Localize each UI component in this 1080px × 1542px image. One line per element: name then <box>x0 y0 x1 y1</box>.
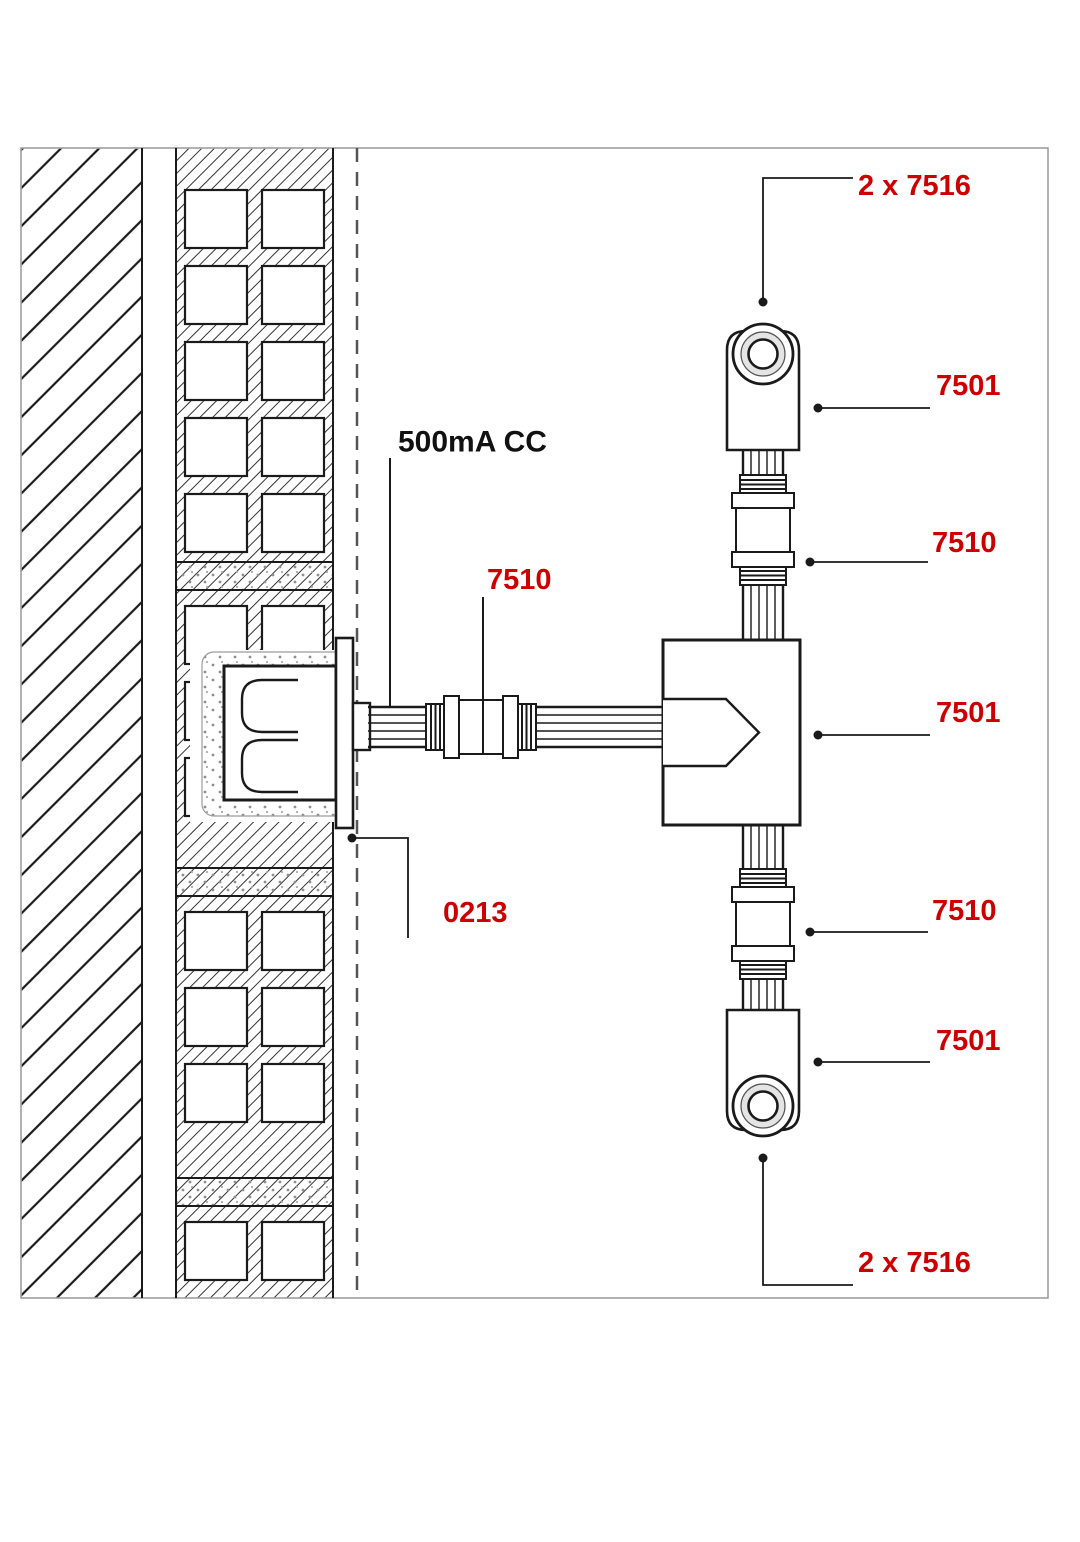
label-top-pair: 2 x 7516 <box>858 170 971 202</box>
wall-section <box>21 148 334 1298</box>
cable-loop <box>240 738 298 794</box>
leader-dots <box>347 297 823 1163</box>
socket-ring-bottom <box>747 1090 779 1122</box>
leader-lines <box>352 177 930 1286</box>
mortar-band <box>175 1177 334 1207</box>
elbow-top <box>725 322 801 452</box>
cable-loop <box>240 678 298 734</box>
leader-flush-box <box>352 837 409 938</box>
label-coupler-bottom: 7510 <box>932 895 997 927</box>
tee-chevron <box>663 697 761 768</box>
mortar-band <box>175 561 334 591</box>
leader-bottom-pair <box>762 1158 853 1286</box>
elbow-bottom <box>725 1008 801 1138</box>
label-flush-box: 0213 <box>443 897 508 929</box>
coupler-vertical-bottom <box>731 868 795 980</box>
label-elbow-top: 7501 <box>936 370 1001 402</box>
tee-connector <box>661 638 802 827</box>
label-inline-coupler: 7510 <box>487 564 552 596</box>
coupler-horizontal <box>425 695 537 759</box>
label-supply-rating: 500mA CC <box>398 426 547 459</box>
box-flange <box>334 636 355 830</box>
mortar-band <box>175 867 334 897</box>
label-tee: 7501 <box>936 697 1001 729</box>
socket-ring-top <box>747 338 779 370</box>
label-bottom-pair: 2 x 7516 <box>858 1247 971 1279</box>
label-coupler-top: 7510 <box>932 527 997 559</box>
label-elbow-bottom: 7501 <box>936 1025 1001 1057</box>
leader-top-pair <box>762 177 853 302</box>
drawing-frame <box>20 147 1049 1299</box>
coupler-vertical-top <box>731 474 795 586</box>
cable-entry-stub <box>351 701 372 752</box>
wall-hatch-left <box>21 148 142 1298</box>
flush-box-assembly <box>190 636 372 830</box>
